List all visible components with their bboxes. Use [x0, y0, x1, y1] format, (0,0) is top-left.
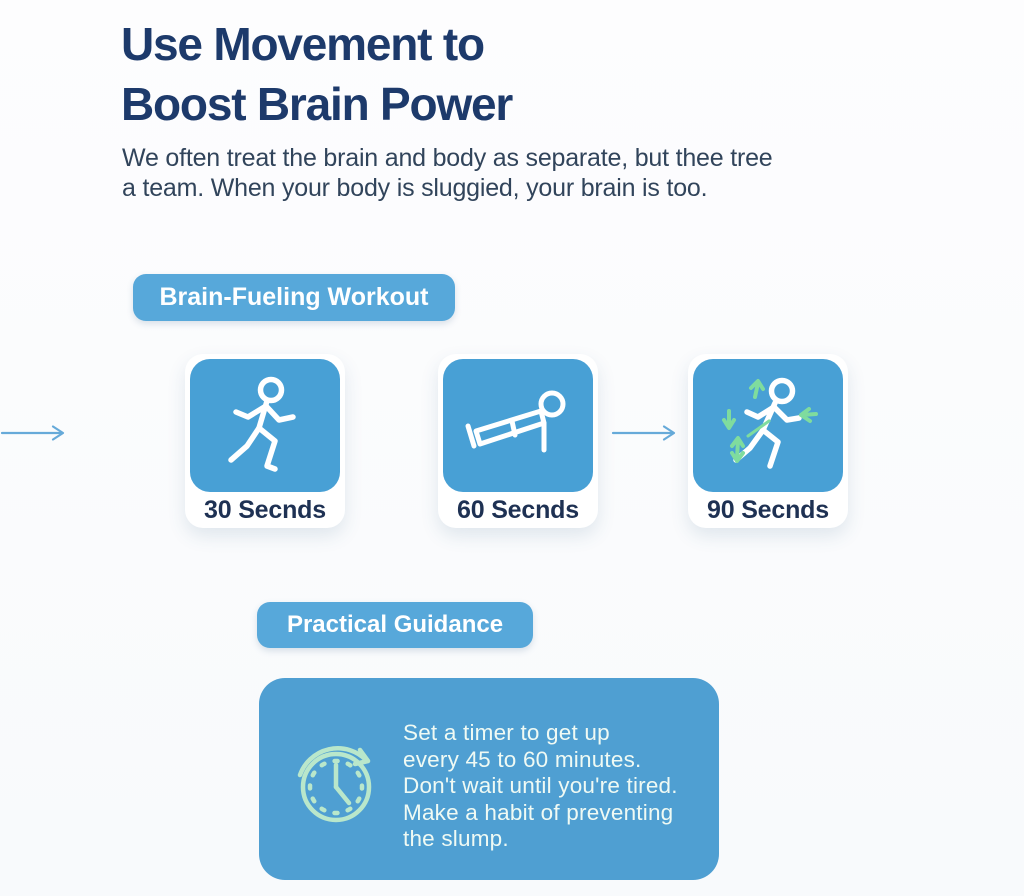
workout-step-label: 60 Secnds — [457, 496, 579, 524]
workout-step-tile — [693, 359, 843, 492]
workout-step-tile — [443, 359, 593, 492]
guidance-text: Set a timer to get up every 45 to 60 min… — [403, 720, 678, 853]
guidance-text-line: every 45 to 60 minutes. — [403, 746, 642, 772]
workout-step-card-60s: 60 Secnds — [438, 354, 598, 528]
page-title-line2: Boost Brain Power — [121, 78, 513, 130]
page-subtitle-line2: a team. When your body is sluggied, your… — [122, 174, 708, 202]
step-connector-arrow-2 — [611, 424, 681, 442]
walking-person-icon — [219, 375, 311, 477]
page-title-line1: Use Movement to — [121, 18, 485, 70]
guidance-card: Set a timer to get up every 45 to 60 min… — [259, 678, 719, 880]
page-subtitle-line1: We often treat the brain and body as sep… — [122, 144, 773, 172]
page-subtitle: We often treat the brain and body as sep… — [122, 143, 773, 203]
workout-section-badge: Brain-Fueling Workout — [133, 274, 455, 321]
page-title: Use Movement to Boost Brain Power — [121, 14, 513, 134]
guidance-text-line: the slump. — [403, 826, 509, 851]
workout-step-label: 30 Secnds — [204, 496, 326, 524]
guidance-text-line: Set a timer to get up — [403, 720, 610, 745]
step-connector-arrow-1 — [0, 424, 70, 442]
workout-step-card-90s: 90 Secnds — [688, 354, 848, 528]
guidance-text-line: Make a habit of preventing — [403, 799, 674, 825]
timer-clock-icon — [290, 731, 392, 833]
workout-step-label: 90 Secnds — [707, 496, 829, 524]
guidance-section-badge: Practical Guidance — [257, 602, 533, 648]
workout-section-badge-label: Brain-Fueling Workout — [159, 283, 429, 311]
plank-person-icon — [460, 380, 576, 472]
running-person-icon — [716, 374, 820, 478]
guidance-text-line: Don't wait until you're tired. — [403, 773, 678, 798]
workout-step-card-30s: 30 Secnds — [185, 354, 345, 528]
guidance-section-badge-label: Practical Guidance — [286, 611, 504, 638]
workout-step-tile — [190, 359, 340, 492]
